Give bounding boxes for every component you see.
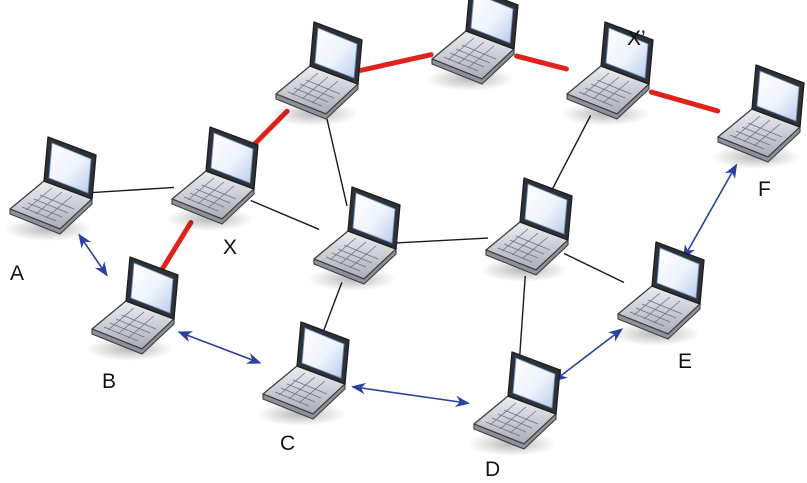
laptop-icon bbox=[480, 177, 573, 282]
labels-layer: A B X X’ F E C D bbox=[10, 27, 771, 481]
link-e-f-bidirectional bbox=[682, 163, 738, 260]
laptop-icon bbox=[712, 64, 805, 169]
label-f: F bbox=[758, 178, 771, 201]
label-x-prime: X’ bbox=[627, 27, 646, 50]
nodes-layer bbox=[4, 0, 805, 456]
laptop-icon bbox=[4, 136, 97, 241]
label-a: A bbox=[10, 262, 24, 285]
link-a-b-bidirectional bbox=[78, 233, 108, 277]
link-d-e-bidirectional bbox=[552, 328, 624, 382]
label-b: B bbox=[102, 370, 116, 393]
link-c-d-bidirectional bbox=[351, 382, 470, 408]
link-x-prime-f-route bbox=[648, 89, 721, 114]
label-c: C bbox=[280, 432, 295, 455]
link-m1-m2-plain bbox=[395, 237, 489, 244]
label-e: E bbox=[678, 350, 692, 373]
laptop-icon bbox=[612, 241, 705, 346]
laptop-icon bbox=[166, 126, 259, 231]
laptop-icon bbox=[257, 321, 350, 426]
label-d: D bbox=[485, 458, 500, 481]
link-m2-e-plain bbox=[563, 252, 625, 284]
link-m2-x-prime-plain bbox=[545, 115, 592, 201]
laptop-icon bbox=[426, 0, 519, 91]
laptop-icon bbox=[468, 351, 561, 456]
laptop-icon bbox=[86, 256, 179, 361]
laptop-icon bbox=[270, 21, 363, 126]
laptop-icon bbox=[561, 21, 654, 126]
label-x: X bbox=[223, 236, 237, 259]
laptop-icon bbox=[308, 186, 401, 291]
link-b-c-bidirectional bbox=[177, 331, 262, 364]
link-p2-x-prime-route bbox=[514, 53, 569, 72]
link-p1-m1-plain bbox=[326, 118, 348, 207]
link-x-m1-plain bbox=[250, 199, 320, 231]
link-a-x-plain bbox=[91, 186, 175, 194]
link-p1-p2-route bbox=[358, 52, 434, 73]
link-b-x-route bbox=[154, 219, 194, 281]
